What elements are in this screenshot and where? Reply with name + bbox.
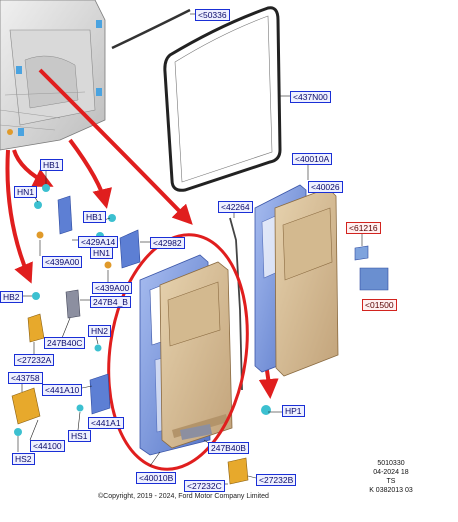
callout-40010b[interactable]: <40010B bbox=[136, 472, 177, 484]
callout-hn1-b[interactable]: HN1 bbox=[90, 247, 114, 259]
meta-line-3: TS bbox=[386, 478, 396, 485]
callout-27232a[interactable]: <27232A bbox=[14, 354, 55, 366]
callout-27232b[interactable]: <27232B bbox=[256, 474, 297, 486]
meta-line-4: K 0382013 03 bbox=[369, 487, 413, 494]
callout-42982[interactable]: <42982 bbox=[150, 237, 185, 249]
callout-247b4b[interactable]: 247B4_B bbox=[90, 296, 131, 308]
callout-441a10[interactable]: <441A10 bbox=[42, 384, 83, 396]
door-seal bbox=[163, 6, 282, 192]
callout-40010A[interactable]: <40010A bbox=[292, 153, 333, 165]
callout-247b40c[interactable]: 247B40C bbox=[44, 337, 86, 349]
callout-01500[interactable]: <01500 bbox=[362, 299, 397, 311]
diagram-meta: 5010330 04-2024 18 TS K 0382013 03 bbox=[362, 459, 420, 495]
callout-247b40b[interactable]: 247B40B bbox=[208, 442, 249, 454]
callout-hn1-a[interactable]: HN1 bbox=[14, 186, 38, 198]
weatherstrip-upper bbox=[111, 8, 191, 50]
callout-hp1[interactable]: HP1 bbox=[282, 405, 305, 417]
callout-439a00-b[interactable]: <439A00 bbox=[92, 282, 133, 294]
highlight-ellipse bbox=[107, 233, 249, 471]
meta-line-2: 04-2024 18 bbox=[373, 469, 409, 476]
meta-line-1: 5010330 bbox=[377, 460, 405, 467]
callout-40026[interactable]: <40026 bbox=[308, 181, 343, 193]
callout-hb2[interactable]: HB2 bbox=[0, 291, 23, 303]
rear-door-right bbox=[254, 184, 339, 377]
callout-hs1[interactable]: HS1 bbox=[68, 430, 91, 442]
callout-437N00[interactable]: <437N00 bbox=[290, 91, 331, 103]
check-strap bbox=[229, 217, 243, 391]
rear-door-left bbox=[139, 254, 233, 456]
callout-441a1[interactable]: <441A1 bbox=[88, 417, 124, 429]
callout-27232c[interactable]: <27232C bbox=[184, 480, 225, 492]
van-body bbox=[0, 0, 106, 151]
callout-hb1-a[interactable]: HB1 bbox=[40, 159, 63, 171]
copyright-notice: ©Copyright, 2019 - 2024, Ford Motor Comp… bbox=[98, 493, 269, 500]
callout-hb1-b[interactable]: HB1 bbox=[83, 211, 106, 223]
callout-hs2[interactable]: HS2 bbox=[12, 453, 35, 465]
callout-hn2[interactable]: HN2 bbox=[88, 325, 112, 337]
callout-439a00-a[interactable]: <439A00 bbox=[42, 256, 83, 268]
leader-lines bbox=[17, 13, 377, 485]
hinge-hardware bbox=[11, 184, 389, 485]
callout-44100[interactable]: <44100 bbox=[30, 440, 65, 452]
callout-50336[interactable]: <50336 bbox=[195, 9, 230, 21]
callout-42264[interactable]: <42264 bbox=[218, 201, 253, 213]
callout-43758[interactable]: <43758 bbox=[8, 372, 43, 384]
callout-61216[interactable]: <61216 bbox=[346, 222, 381, 234]
